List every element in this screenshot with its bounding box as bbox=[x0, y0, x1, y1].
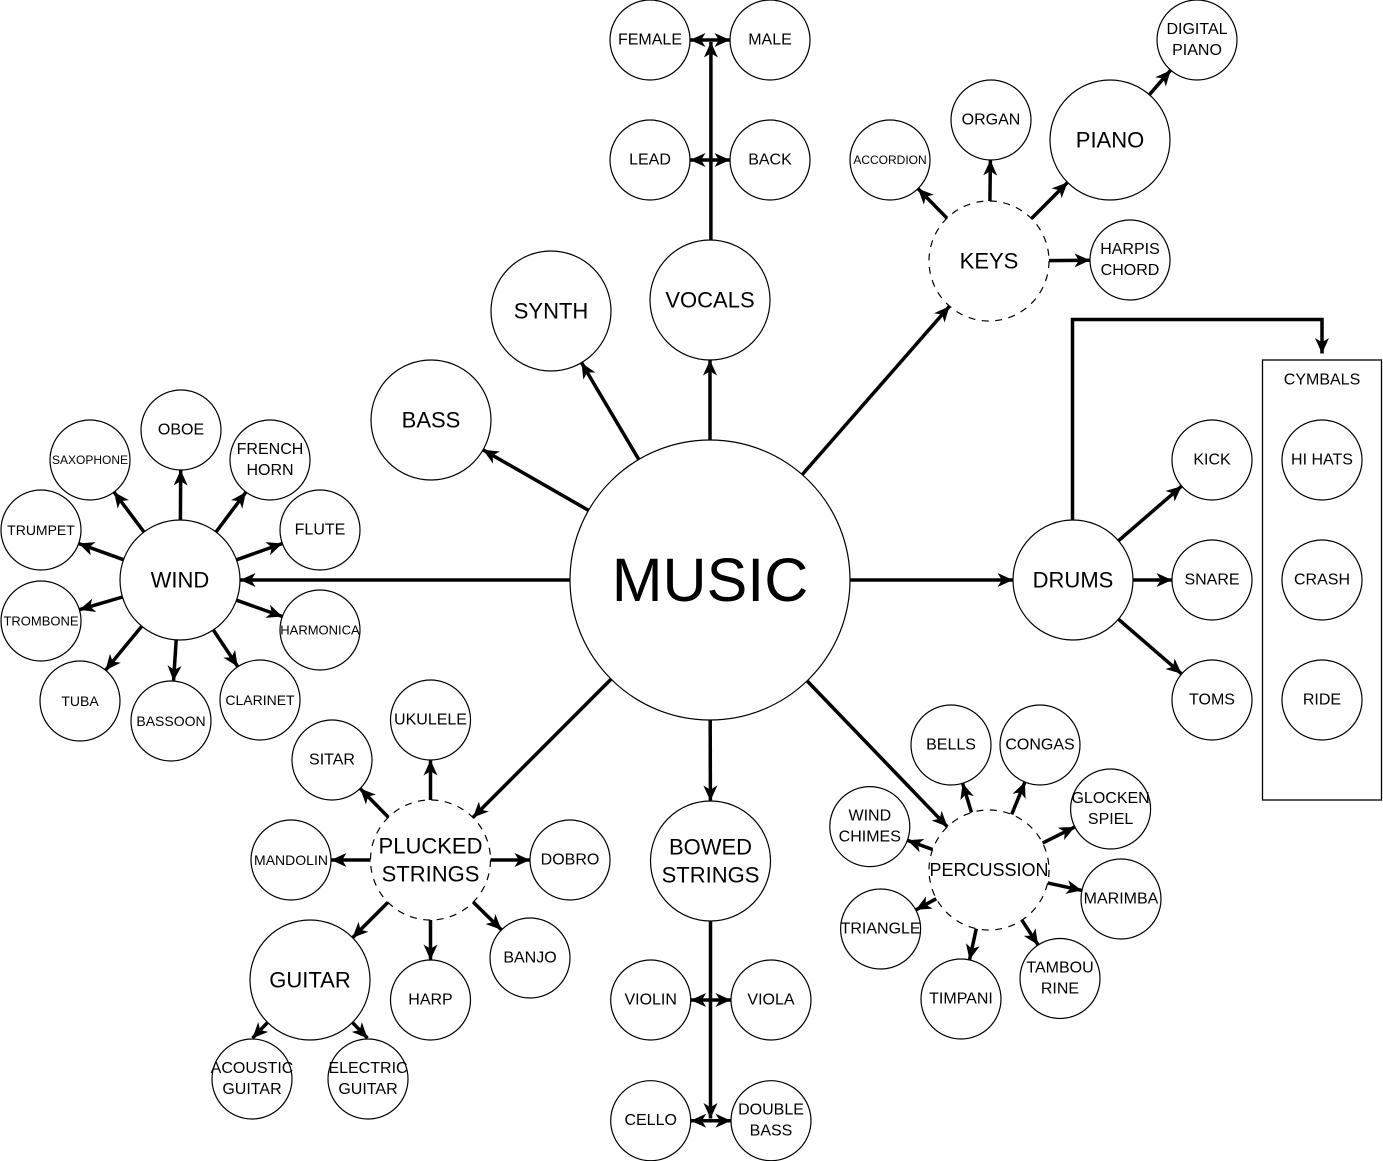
svg-text:CONGAS: CONGAS bbox=[1005, 737, 1074, 754]
svg-text:LEAD: LEAD bbox=[629, 152, 671, 169]
svg-text:CLARINET: CLARINET bbox=[225, 692, 295, 708]
svg-text:DOUBLE: DOUBLE bbox=[738, 1102, 804, 1119]
svg-text:HARMONICA: HARMONICA bbox=[280, 623, 360, 638]
svg-text:SYNTH: SYNTH bbox=[514, 299, 589, 324]
svg-text:PIANO: PIANO bbox=[1076, 128, 1144, 153]
svg-text:CELLO: CELLO bbox=[624, 1112, 676, 1129]
svg-text:DIGITAL: DIGITAL bbox=[1166, 21, 1227, 38]
svg-text:STRINGS: STRINGS bbox=[382, 862, 480, 887]
svg-text:CHIMES: CHIMES bbox=[839, 829, 901, 846]
svg-text:CHORD: CHORD bbox=[1101, 262, 1160, 279]
svg-text:ORGAN: ORGAN bbox=[962, 112, 1021, 129]
svg-text:SPIEL: SPIEL bbox=[1088, 811, 1133, 828]
svg-text:FLUTE: FLUTE bbox=[295, 522, 346, 539]
svg-text:ELECTRIC: ELECTRIC bbox=[328, 1060, 407, 1077]
svg-text:UKULELE: UKULELE bbox=[394, 712, 467, 729]
svg-text:TOMS: TOMS bbox=[1189, 692, 1235, 709]
svg-text:GUITAR: GUITAR bbox=[269, 968, 350, 993]
svg-text:CYMBALS: CYMBALS bbox=[1284, 372, 1360, 389]
svg-text:VIOLA: VIOLA bbox=[747, 992, 794, 1009]
svg-text:KICK: KICK bbox=[1193, 452, 1231, 469]
svg-text:KEYS: KEYS bbox=[960, 249, 1019, 274]
svg-text:VIOLIN: VIOLIN bbox=[624, 992, 676, 1009]
svg-text:RIDE: RIDE bbox=[1303, 692, 1341, 709]
svg-text:SITAR: SITAR bbox=[309, 752, 355, 769]
svg-text:BASSOON: BASSOON bbox=[136, 713, 205, 729]
svg-text:BASS: BASS bbox=[750, 1123, 793, 1140]
svg-text:ACCORDION: ACCORDION bbox=[853, 153, 926, 167]
svg-text:GLOCKEN: GLOCKEN bbox=[1071, 790, 1149, 807]
svg-text:BASS: BASS bbox=[402, 408, 461, 433]
svg-text:TIMPANI: TIMPANI bbox=[929, 991, 993, 1008]
svg-text:ACOUSTIC: ACOUSTIC bbox=[211, 1060, 294, 1077]
svg-text:HORN: HORN bbox=[246, 462, 293, 479]
svg-text:WIND: WIND bbox=[848, 808, 891, 825]
svg-text:BACK: BACK bbox=[748, 152, 792, 169]
svg-text:MARIMBA: MARIMBA bbox=[1084, 891, 1159, 908]
svg-text:STRINGS: STRINGS bbox=[662, 863, 760, 888]
svg-text:PERCUSSION: PERCUSSION bbox=[929, 860, 1048, 880]
svg-text:DOBRO: DOBRO bbox=[541, 852, 600, 869]
svg-text:BOWED: BOWED bbox=[669, 835, 752, 860]
svg-text:MUSIC: MUSIC bbox=[612, 546, 809, 614]
svg-text:RINE: RINE bbox=[1041, 981, 1079, 998]
svg-text:FRENCH: FRENCH bbox=[237, 441, 304, 458]
svg-text:BELLS: BELLS bbox=[926, 737, 976, 754]
svg-text:TRIANGLE: TRIANGLE bbox=[841, 921, 921, 938]
svg-text:BANJO: BANJO bbox=[503, 950, 556, 967]
svg-text:PLUCKED: PLUCKED bbox=[379, 834, 483, 859]
svg-text:HARP: HARP bbox=[408, 992, 452, 1009]
svg-text:GUITAR: GUITAR bbox=[222, 1081, 281, 1098]
svg-text:OBOE: OBOE bbox=[158, 422, 204, 439]
svg-text:TRUMPET: TRUMPET bbox=[7, 522, 75, 538]
svg-text:HI HATS: HI HATS bbox=[1291, 452, 1353, 469]
svg-text:HARPIS: HARPIS bbox=[1100, 241, 1160, 258]
svg-text:TAMBOU: TAMBOU bbox=[1026, 960, 1093, 977]
svg-text:CRASH: CRASH bbox=[1294, 572, 1350, 589]
svg-text:PIANO: PIANO bbox=[1172, 42, 1222, 59]
svg-text:FEMALE: FEMALE bbox=[618, 32, 682, 49]
svg-text:MANDOLIN: MANDOLIN bbox=[254, 852, 328, 868]
svg-text:TROMBONE: TROMBONE bbox=[3, 614, 78, 629]
svg-text:MALE: MALE bbox=[748, 32, 792, 49]
svg-text:SNARE: SNARE bbox=[1184, 572, 1239, 589]
svg-text:VOCALS: VOCALS bbox=[665, 288, 754, 313]
svg-text:TUBA: TUBA bbox=[61, 693, 99, 709]
svg-text:DRUMS: DRUMS bbox=[1033, 568, 1114, 593]
svg-text:GUITAR: GUITAR bbox=[338, 1081, 397, 1098]
svg-text:SAXOPHONE: SAXOPHONE bbox=[52, 453, 128, 467]
svg-text:WIND: WIND bbox=[151, 568, 210, 593]
